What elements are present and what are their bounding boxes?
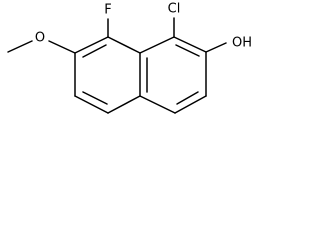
structural-formula: Cl F OH O: [7, 2, 252, 114]
double-bond-c1-c2: [175, 44, 200, 57]
double-bond-c6-c5: [82, 91, 108, 105]
bond-c1-c2: [173, 36, 207, 53]
bond-c2-oh: [205, 42, 227, 53]
bond-c8-c7: [74, 36, 109, 54]
bond-c7-o: [48, 40, 76, 54]
double-bond-c8-c7: [82, 44, 107, 58]
bond-c8a-c8: [107, 36, 141, 54]
double-bond-c3-c4: [176, 91, 199, 105]
fluorine-label: F: [104, 3, 111, 18]
methoxy-oxygen-label: O: [35, 31, 45, 46]
bond-c6-c5: [74, 95, 109, 114]
bond-o-ch3: [7, 40, 33, 53]
bond-c8a-c1: [139, 36, 175, 54]
hydroxyl-label: OH: [232, 36, 252, 51]
chlorine-label: Cl: [168, 2, 181, 17]
bond-c4-c4a: [139, 95, 176, 114]
bond-c3-c4: [174, 95, 207, 114]
bond-c5-c4a: [107, 95, 141, 114]
